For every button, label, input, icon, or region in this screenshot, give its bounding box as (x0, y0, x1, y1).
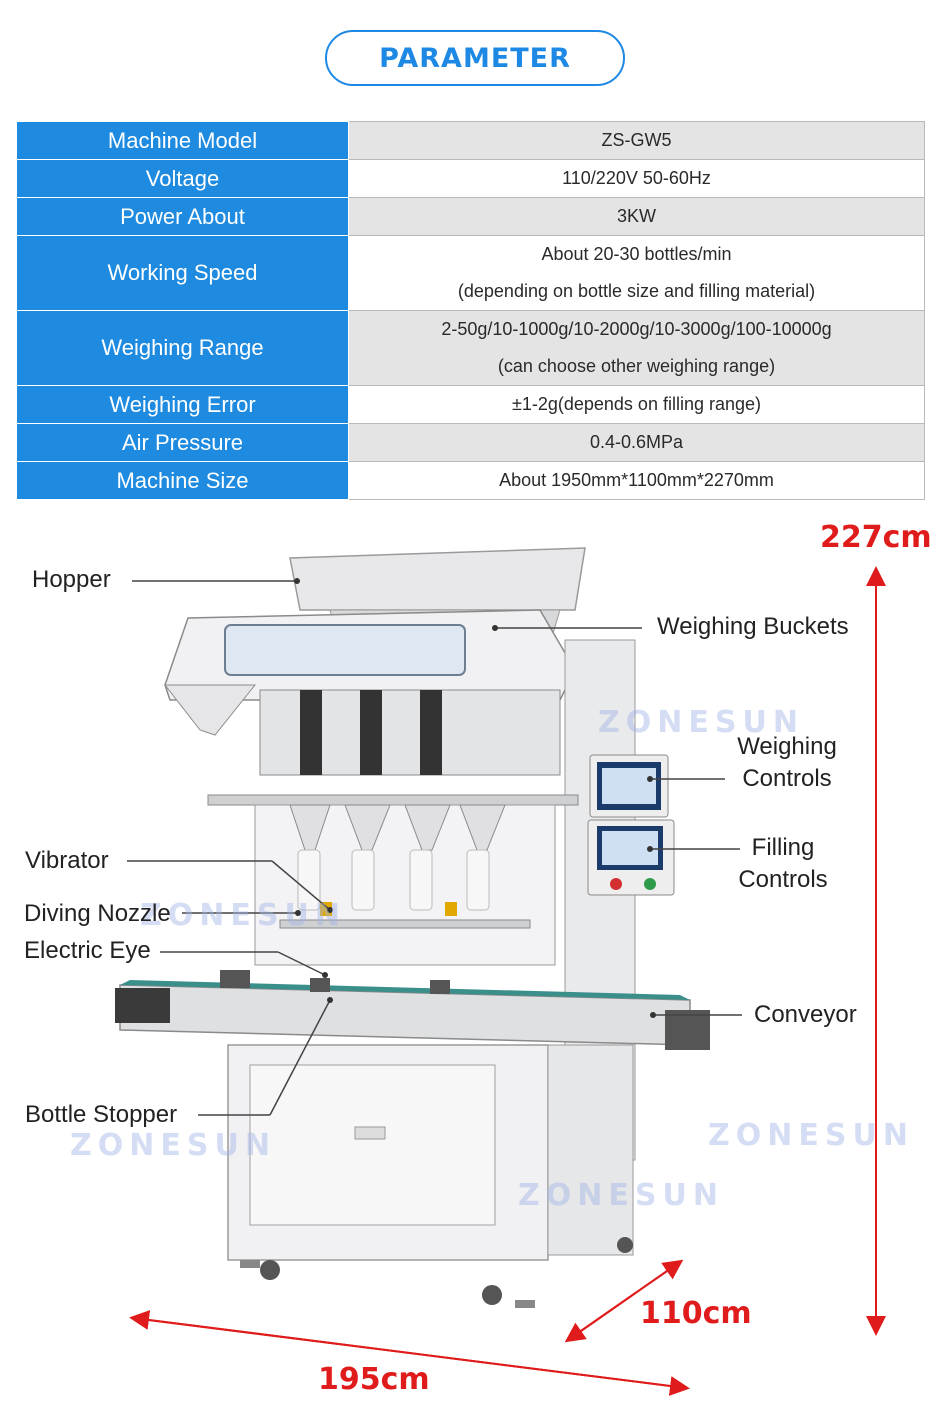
watermark: ZONESUN (708, 1118, 914, 1153)
param-value-line: About 1950mm*1100mm*2270mm (499, 470, 774, 490)
param-value: ZS-GW5 (348, 121, 925, 160)
param-value: ±1-2g(depends on filling range) (348, 385, 925, 424)
label-hopper: Hopper (32, 566, 111, 593)
callout-dots (294, 578, 656, 1018)
table-row: Weighing Error ±1-2g(depends on filling … (16, 385, 925, 424)
watermark: ZONESUN (140, 898, 346, 933)
label-weighing-controls: Weighing Controls (732, 731, 842, 795)
table-row: Machine Model ZS-GW5 (16, 121, 925, 160)
page-title: PARAMETER (325, 30, 625, 86)
machine-diagram: ZONESUN ZONESUN ZONESUN ZONESUN ZONESUN … (0, 500, 944, 1424)
label-weighing-buckets: Weighing Buckets (657, 613, 849, 640)
label-diving-nozzle: Diving Nozzle (24, 900, 171, 927)
callout-lines (127, 580, 742, 1116)
label-line: Filling (751, 834, 815, 861)
label-conveyor: Conveyor (754, 1001, 857, 1028)
table-row: Voltage 110/220V 50-60Hz (16, 159, 925, 198)
table-row: Weighing Range 2-50g/10-1000g/10-2000g/1… (16, 310, 925, 386)
param-label: Weighing Range (16, 310, 349, 386)
param-label: Machine Model (16, 121, 349, 160)
parameter-table: Machine Model ZS-GW5 Voltage 110/220V 50… (16, 121, 925, 500)
funnel-frame (254, 804, 556, 966)
param-value: About 20-30 bottles/min (depending on bo… (348, 235, 925, 311)
table-row: Power About 3KW (16, 197, 925, 236)
param-label: Weighing Error (16, 385, 349, 424)
conveyor-shape (115, 970, 710, 1050)
label-bottle-stopper: Bottle Stopper (25, 1101, 178, 1128)
label-line: Controls (742, 765, 832, 792)
param-value: 110/220V 50-60Hz (348, 159, 925, 198)
machine-illustration (115, 547, 886, 1396)
watermark: ZONESUN (70, 1128, 276, 1163)
dimension-height: 227cm (820, 520, 932, 555)
param-value: 0.4-0.6MPa (348, 423, 925, 462)
param-value-line: (can choose other weighing range) (497, 356, 776, 376)
dimension-depth: 110cm (640, 1296, 752, 1331)
table-row: Working Speed About 20-30 bottles/min (d… (16, 235, 925, 311)
param-value-line: 110/220V 50-60Hz (562, 168, 711, 188)
param-value-line: ±1-2g(depends on filling range) (511, 394, 762, 414)
param-label: Machine Size (16, 461, 349, 500)
label-filling-controls: Filling Controls (733, 832, 833, 896)
weighing-buckets-shape (259, 689, 561, 776)
param-value-line: 0.4-0.6MPa (589, 432, 684, 452)
param-label: Power About (16, 197, 349, 236)
param-value: About 1950mm*1100mm*2270mm (348, 461, 925, 500)
param-value-line: (depending on bottle size and filling ma… (457, 281, 816, 301)
dimension-width: 195cm (318, 1362, 430, 1397)
param-value: 2-50g/10-1000g/10-2000g/10-3000g/100-100… (348, 310, 925, 386)
param-label: Working Speed (16, 235, 349, 311)
label-line: Controls (738, 866, 828, 893)
param-value: 3KW (348, 197, 925, 236)
watermark: ZONESUN (598, 705, 804, 740)
param-value-line: 2-50g/10-1000g/10-2000g/10-3000g/100-100… (441, 319, 832, 339)
dimension-arrows (129, 566, 886, 1396)
table-row: Air Pressure 0.4-0.6MPa (16, 423, 925, 462)
label-electric-eye: Electric Eye (24, 937, 151, 964)
watermark: ZONESUN (518, 1178, 724, 1213)
label-vibrator: Vibrator (25, 847, 109, 874)
lower-cabinet (227, 1044, 634, 1308)
table-row: Machine Size About 1950mm*1100mm*2270mm (16, 461, 925, 500)
label-line: Weighing (737, 733, 837, 760)
param-value-line: ZS-GW5 (601, 130, 672, 150)
top-cover (163, 609, 576, 736)
param-value-line: About 20-30 bottles/min (541, 244, 732, 264)
param-value-line: 3KW (616, 206, 656, 226)
param-label: Voltage (16, 159, 349, 198)
param-label: Air Pressure (16, 423, 349, 462)
